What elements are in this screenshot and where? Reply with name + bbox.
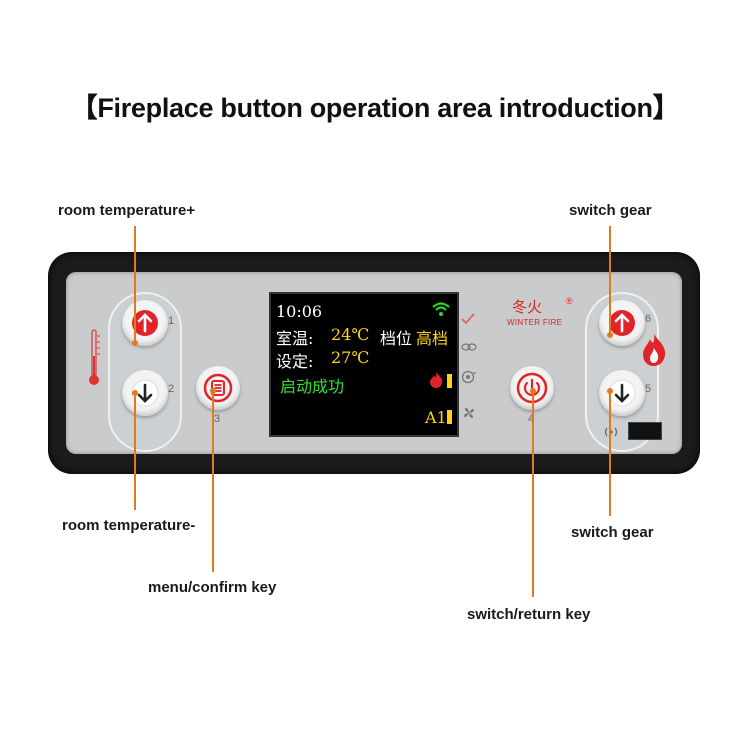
thermometer-icon (87, 328, 101, 393)
brand-name: 冬火 (512, 298, 543, 316)
button-number-5: 5 (645, 383, 652, 395)
screen-gear-value: 高档 (416, 329, 449, 348)
brand-sub: WINTER FIRE (507, 318, 563, 327)
arrow-up-icon (609, 310, 635, 336)
label-switch-gear-bottom: switch gear (571, 524, 654, 541)
callout-dot-gear-down (607, 388, 613, 394)
callout-dot-switch-return (530, 388, 536, 394)
callout-dot-temp-down (132, 390, 138, 396)
screen-room-temp-label: 室温: (276, 329, 314, 348)
screen-set-label: 设定: (276, 352, 314, 371)
check-icon (461, 312, 475, 330)
remote-signal-icon (603, 425, 619, 443)
mode-level-bar (447, 410, 452, 424)
page-title: 【Fireplace button operation area introdu… (70, 93, 680, 123)
menu-icon (203, 373, 233, 403)
screen-mode: A1 (425, 408, 447, 427)
callout-line-gear-down (609, 392, 611, 516)
callout-line-gear-up (609, 226, 611, 336)
callout-line-temp-up (134, 226, 136, 344)
label-menu-key: menu/confirm key (148, 579, 277, 596)
label-room-temp-up: room temperature+ (58, 202, 196, 219)
screen-set-value: 27℃ (331, 348, 370, 367)
ir-receiver-window (628, 422, 662, 440)
screen-status: 启动成功 (280, 377, 345, 396)
menu-confirm-button[interactable] (196, 366, 240, 410)
room-temp-up-button[interactable] (122, 300, 168, 346)
button-number-1: 1 (168, 315, 175, 327)
callout-line-menu (212, 392, 214, 572)
wifi-icon (431, 301, 451, 322)
callout-line-switch-return (532, 392, 534, 597)
big-flame-icon (641, 333, 667, 372)
callout-dot-gear-up (607, 332, 613, 338)
flame-icon (428, 371, 444, 394)
flame-level-bar (447, 374, 452, 388)
screen-time: 10:06 (276, 302, 323, 321)
gear-up-button[interactable] (599, 300, 645, 346)
fan-icon (461, 405, 477, 426)
screen-room-temp-value: 24℃ (331, 325, 370, 344)
button-number-3: 3 (214, 413, 221, 425)
button-number-2: 2 (168, 383, 175, 395)
blower-icon (461, 370, 477, 389)
button-number-6: 6 (645, 313, 652, 325)
screen-gear-label: 档位 (380, 329, 413, 348)
registered-icon: ® (566, 296, 573, 306)
callout-dot-temp-up (132, 340, 138, 346)
lcd-screen (269, 292, 459, 437)
button-number-4: 4 (528, 413, 534, 425)
room-temp-down-button[interactable] (122, 370, 168, 416)
label-switch-gear-top: switch gear (569, 202, 652, 219)
callout-line-temp-down (134, 394, 136, 510)
callout-dot-menu (210, 388, 216, 394)
gear-down-button[interactable] (599, 370, 645, 416)
pellet-icon (461, 340, 477, 358)
label-room-temp-down: room temperature- (62, 517, 196, 534)
label-switch-return-key: switch/return key (467, 606, 591, 623)
arrow-up-icon (132, 310, 158, 336)
